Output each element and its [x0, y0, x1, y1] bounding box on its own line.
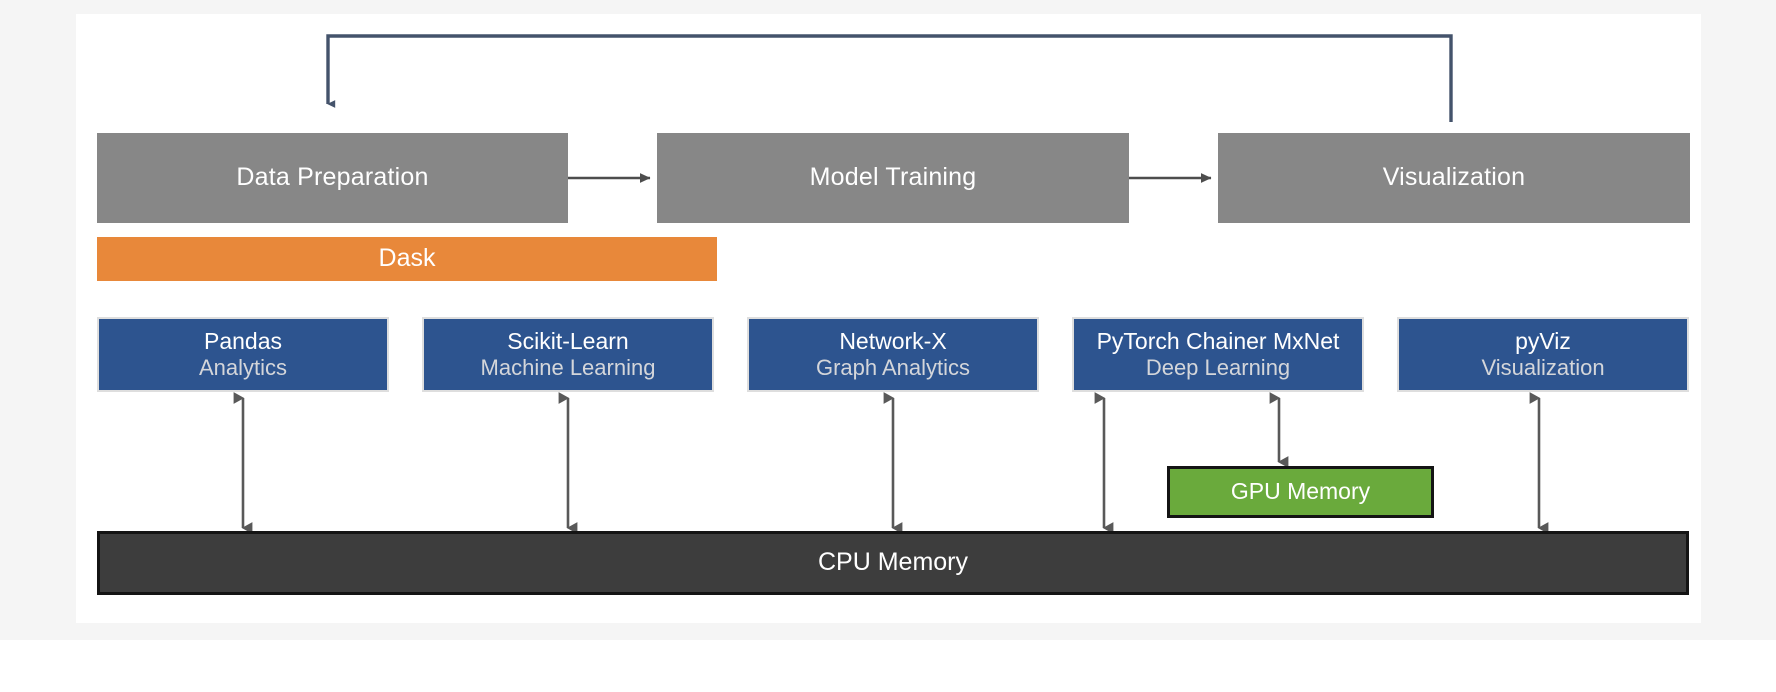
- library-role: Deep Learning: [1145, 355, 1291, 381]
- library-box-pyviz[interactable]: pyViz Visualization: [1397, 317, 1689, 392]
- stage-box-visualization[interactable]: Visualization: [1218, 133, 1690, 223]
- memory-box-cpu[interactable]: CPU Memory: [97, 531, 1689, 595]
- memory-box-gpu[interactable]: GPU Memory: [1167, 466, 1434, 518]
- memory-label: CPU Memory: [817, 548, 968, 577]
- stage-label: Model Training: [809, 163, 977, 192]
- library-name: pyViz: [1515, 327, 1571, 354]
- library-name: Scikit-Learn: [507, 327, 629, 354]
- scheduler-box-dask[interactable]: Dask: [97, 237, 717, 281]
- scheduler-label: Dask: [378, 244, 436, 273]
- library-box-network-x[interactable]: Network-X Graph Analytics: [747, 317, 1039, 392]
- library-box-deep-learning[interactable]: PyTorch Chainer MxNet Deep Learning: [1072, 317, 1364, 392]
- library-role: Visualization: [1481, 355, 1605, 381]
- library-name: Pandas: [203, 327, 282, 354]
- stage-label: Data Preparation: [236, 163, 429, 192]
- library-role: Analytics: [198, 355, 288, 381]
- library-box-pandas[interactable]: Pandas Analytics: [97, 317, 389, 392]
- library-name: PyTorch Chainer MxNet: [1096, 327, 1340, 354]
- library-role: Graph Analytics: [815, 355, 971, 381]
- stage-box-data-preparation[interactable]: Data Preparation: [97, 133, 568, 223]
- memory-label: GPU Memory: [1230, 478, 1371, 505]
- library-box-scikit-learn[interactable]: Scikit-Learn Machine Learning: [422, 317, 714, 392]
- library-role: Machine Learning: [480, 355, 656, 381]
- library-name: Network-X: [839, 327, 947, 354]
- stage-label: Visualization: [1382, 163, 1526, 192]
- stage-box-model-training[interactable]: Model Training: [657, 133, 1129, 223]
